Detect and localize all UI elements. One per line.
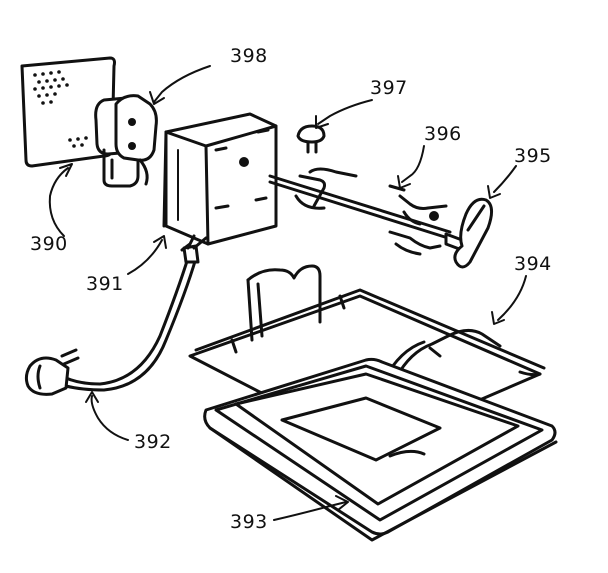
part-396-spit-rod <box>268 167 452 256</box>
callout-391: 391 <box>86 273 124 295</box>
part-398-motor-bracket <box>94 94 158 188</box>
part-395-spit-handle <box>444 197 493 269</box>
callout-397: 397 <box>370 77 408 99</box>
callout-390: 390 <box>30 233 68 255</box>
callout-395: 395 <box>514 145 552 167</box>
part-392-power-cord <box>24 234 208 396</box>
callout-398: 398 <box>230 45 268 67</box>
part-393-drip-pan <box>203 357 558 542</box>
callout-393: 393 <box>230 511 268 533</box>
callout-labels: 390 391 392 393 394 395 396 397 398 <box>30 45 552 533</box>
leader-lines <box>48 65 527 521</box>
part-391-rotisserie-motor <box>162 112 278 246</box>
callout-392: 392 <box>134 431 172 453</box>
callout-396: 396 <box>424 123 462 145</box>
callout-394: 394 <box>514 253 552 275</box>
part-397-thumb-screw <box>296 124 326 154</box>
